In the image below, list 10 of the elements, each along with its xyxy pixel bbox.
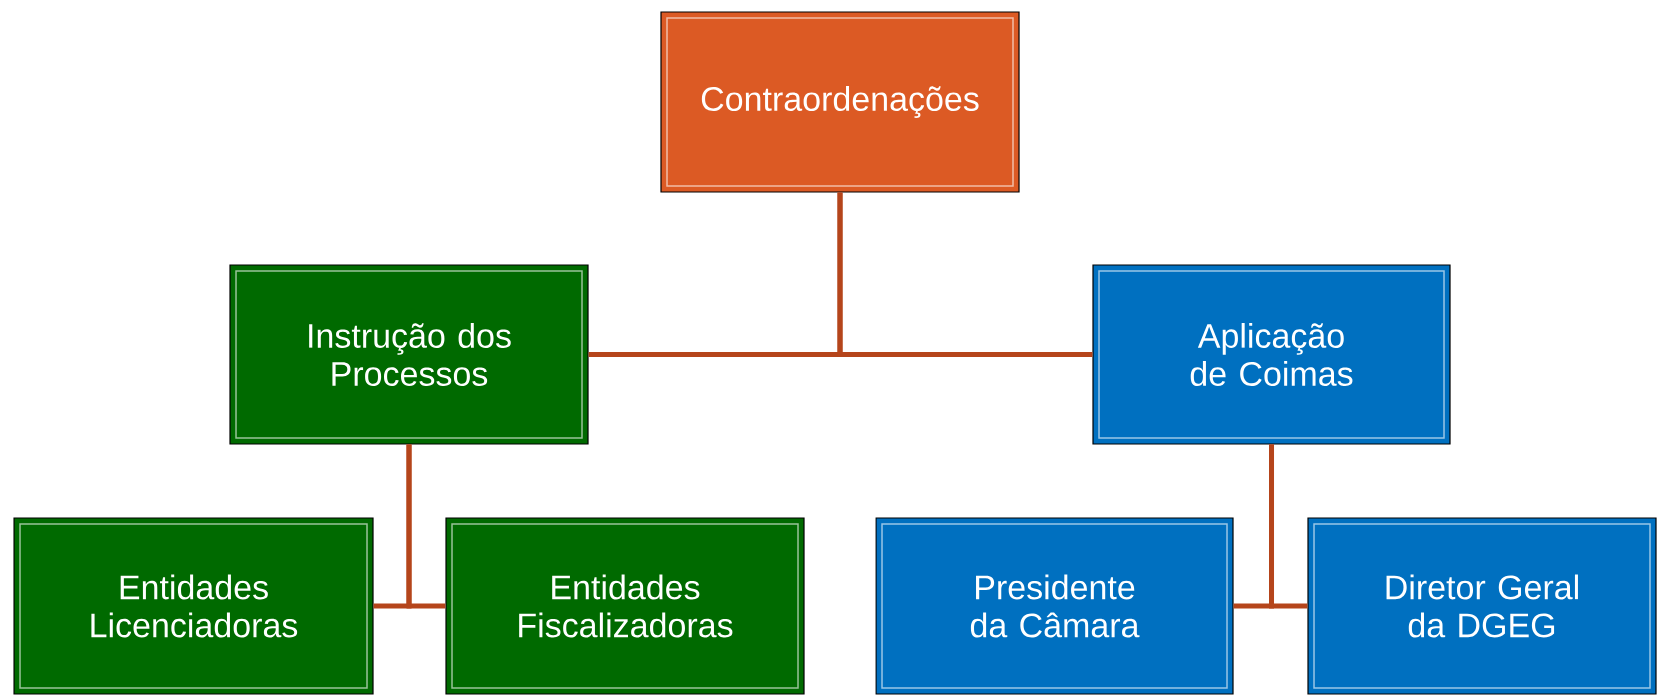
process-box: Aplicação de Coimas (1092, 264, 1451, 445)
process-box: Entidades Fiscalizadoras (445, 517, 805, 695)
process-box: Diretor Geral da DGEG (1307, 517, 1657, 695)
process-box: Entidades Licenciadoras (13, 517, 374, 695)
connector-line (406, 444, 446, 609)
process-box: Presidente da Câmara (875, 517, 1234, 695)
process-box: Instrução dos Processos (229, 264, 589, 445)
process-box: Contraordenações (660, 11, 1020, 193)
connector-line (837, 192, 1093, 357)
connector-line (1269, 444, 1308, 609)
